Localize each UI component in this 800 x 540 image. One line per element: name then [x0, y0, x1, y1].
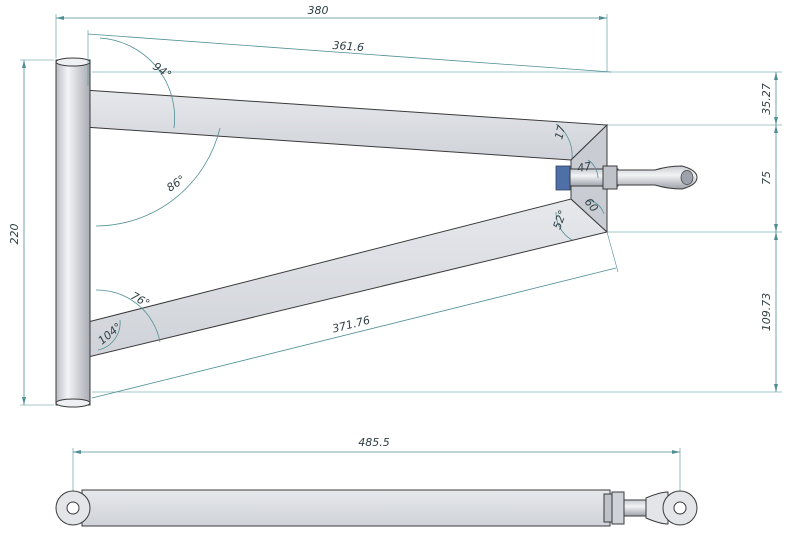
angle-upper-inner: 86°: [164, 173, 187, 195]
pivot-tube: [55, 59, 91, 406]
bottom-bar: [81, 489, 611, 527]
rod-end-block: [555, 165, 571, 191]
lock-nut: [602, 165, 618, 190]
dim-bottom-length: 485.5: [358, 436, 390, 449]
dimension-lines: 380 361.6 371.76 220 35.27 75 109.73 94°…: [8, 4, 782, 406]
tube-top-end: [55, 57, 91, 67]
angle-tip-top: 17: [552, 124, 568, 141]
rod-end-eye: [616, 165, 698, 190]
tube-bottom-end: [55, 398, 91, 408]
angle-tip-mid: 47: [576, 160, 592, 175]
angle-tip-lower-left: 52°: [551, 208, 570, 231]
lower-arm: [83, 198, 609, 359]
dim-lower-arm: 371.76: [331, 314, 372, 336]
upper-arm: [83, 89, 609, 161]
dim-overall-width: 380: [308, 4, 329, 17]
right-eye-neck: [645, 491, 669, 525]
dim-right-bottom: 109.73: [760, 293, 773, 332]
dim-right-top: 35.27: [760, 83, 773, 115]
dim-right-mid: 75: [760, 171, 773, 185]
top-view-part: [55, 57, 698, 408]
bottom-nut: [611, 491, 625, 525]
dim-tube-height: 220: [8, 224, 21, 245]
bottom-view: 485.5: [55, 436, 698, 527]
bottom-rod: [623, 499, 647, 517]
dim-upper-arm: 361.6: [332, 39, 364, 54]
angle-upper-outer: 94°: [150, 60, 173, 82]
